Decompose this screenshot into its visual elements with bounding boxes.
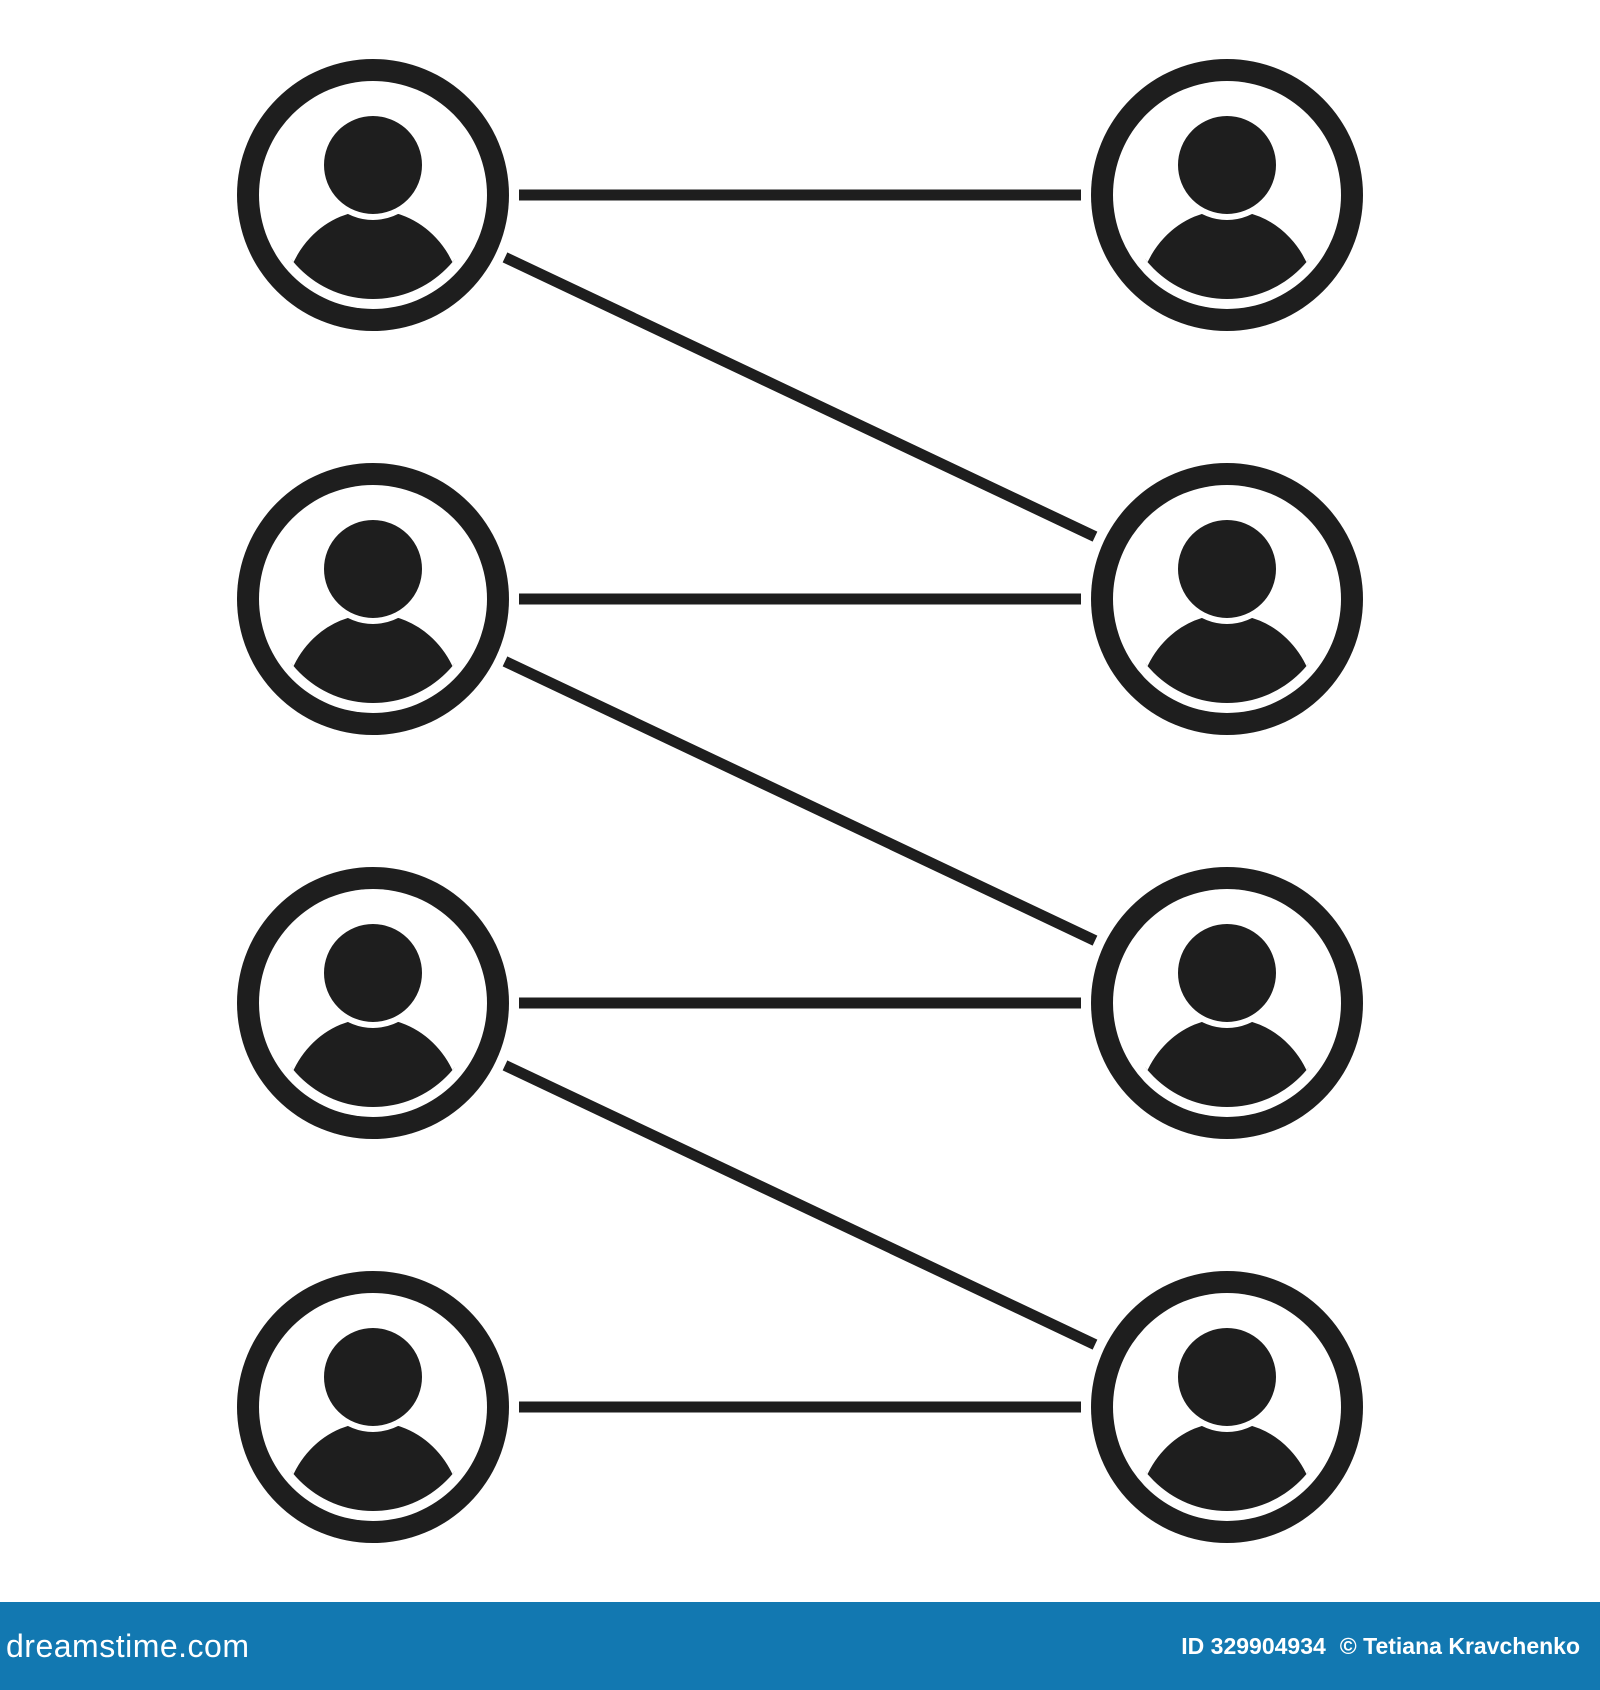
user-avatar-icon-L4 [237, 1271, 509, 1543]
connection-line-L2-R3 [502, 656, 1098, 946]
watermark-footer: dreamstime.com ID 329904934 © Tetiana Kr… [0, 1602, 1600, 1690]
user-avatar-icon-R3 [1091, 867, 1363, 1139]
copyright-icon: © [1339, 1632, 1357, 1659]
brand-watermark: dreamstime.com [6, 1627, 250, 1664]
user-avatar-icon-L2 [237, 463, 509, 735]
connection-line-L1-R2 [502, 252, 1098, 542]
user-nodes [237, 59, 1363, 1543]
image-credit: ID 329904934 © Tetiana Kravchenko [1181, 1633, 1580, 1660]
user-avatar-icon-R2 [1091, 463, 1363, 735]
user-avatar-icon-R1 [1091, 59, 1363, 331]
image-id: ID 329904934 [1181, 1632, 1326, 1659]
author-name: Tetiana Kravchenko [1363, 1632, 1580, 1659]
connection-lines [502, 189, 1098, 1413]
connection-line-L3-R4 [502, 1060, 1098, 1350]
user-avatar-icon-R4 [1091, 1271, 1363, 1543]
network-diagram [237, 59, 1363, 1543]
user-avatar-icon-L3 [237, 867, 509, 1139]
user-avatar-icon-L1 [237, 59, 509, 331]
